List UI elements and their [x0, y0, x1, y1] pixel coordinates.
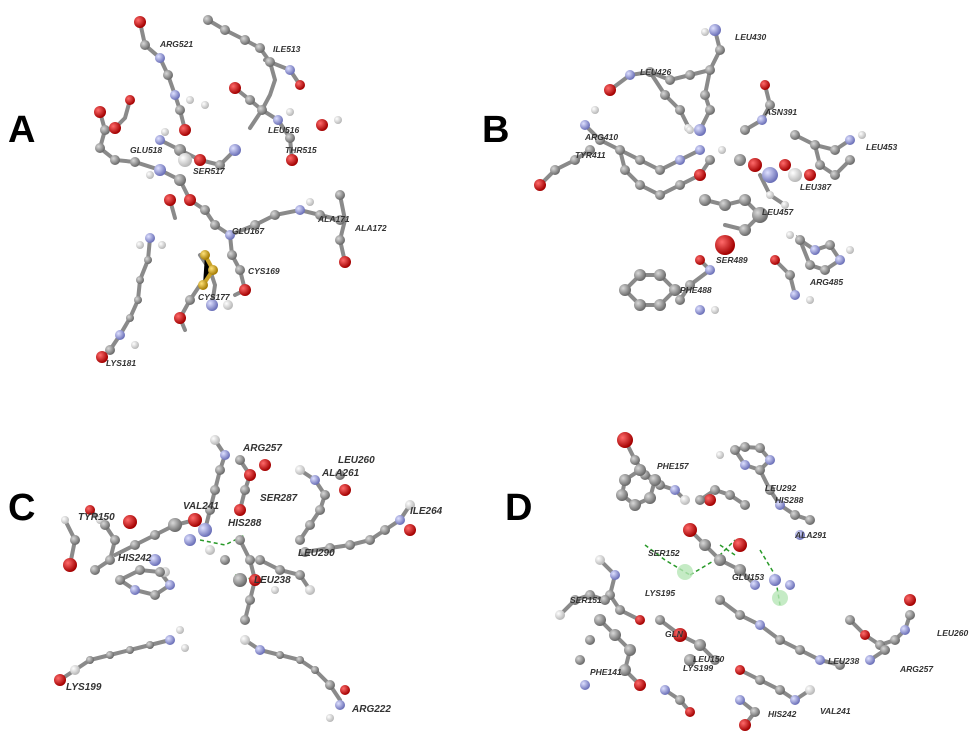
panel-label-b: B	[482, 109, 509, 151]
panel-d-labels: PHE157 LEU292 HIS288 ALA291 SER152 GLU15…	[570, 461, 968, 719]
residue-label: THR515	[285, 145, 317, 155]
residue-label: LEU292	[765, 483, 796, 493]
residue-label: LYS199	[66, 682, 102, 693]
panel-d-atoms	[555, 432, 916, 731]
residue-label: LEU453	[866, 142, 897, 152]
panel-b-bonds	[538, 28, 852, 307]
residue-label: ILE513	[273, 44, 301, 54]
residue-label: LEU238	[254, 575, 291, 586]
panel-a: A	[8, 15, 387, 368]
panel-label-a: A	[8, 109, 35, 151]
residue-label: LYS195	[645, 588, 675, 598]
residue-label: ARG521	[159, 39, 193, 49]
residue-label: ARG485	[809, 277, 843, 287]
residue-label: HIS288	[775, 495, 804, 505]
residue-label: CYS169	[248, 266, 280, 276]
residue-label: SER489	[716, 255, 748, 265]
panel-c: C	[8, 435, 443, 722]
residue-label: ARG410	[584, 132, 618, 142]
residue-label: GLN	[665, 629, 684, 639]
residue-label: LEU430	[735, 32, 766, 42]
residue-label: ALA172	[354, 223, 387, 233]
residue-label: LEU290	[298, 548, 335, 559]
residue-label: LYS181	[106, 358, 136, 368]
residue-label: ARG257	[899, 664, 934, 674]
panel-b: B	[482, 24, 897, 315]
residue-label: ARG222	[351, 704, 391, 715]
residue-label: TYR150	[78, 512, 115, 523]
residue-label: ARG257	[242, 443, 282, 454]
panel-a-atoms	[94, 15, 351, 363]
residue-label: LEU150	[693, 654, 724, 664]
residue-label: CYS177	[198, 292, 231, 302]
residue-label: GLU167	[232, 226, 265, 236]
residue-label: GLU518	[130, 145, 162, 155]
residue-label: ASN391	[764, 107, 797, 117]
residue-label: LEU260	[937, 628, 968, 638]
residue-label: ILE264	[410, 506, 443, 517]
residue-label: PHE488	[680, 285, 712, 295]
residue-label: ALA171	[317, 214, 350, 224]
residue-label: ALA291	[794, 530, 827, 540]
residue-label: GLU153	[732, 572, 764, 582]
residue-label: LEU387	[800, 182, 832, 192]
residue-label: LEU260	[338, 455, 375, 466]
panel-label-c: C	[8, 487, 35, 529]
residue-label: HIS288	[228, 518, 262, 529]
panel-b-atoms	[534, 24, 866, 315]
panel-a-labels: ARG521 ILE513 LEU516 THR515 GLU518 SER51…	[106, 39, 387, 368]
residue-label: HIS242	[118, 553, 152, 564]
residue-label: LEU516	[268, 125, 299, 135]
panel-d: D	[505, 432, 968, 731]
residue-label: TYR411	[575, 150, 606, 160]
panel-d-bonds	[558, 438, 912, 727]
residue-label: LYS199	[683, 663, 713, 673]
residue-label: SER287	[260, 493, 298, 504]
residue-label: SER152	[648, 548, 680, 558]
residue-label: HIS242	[768, 709, 797, 719]
residue-label: PHE157	[657, 461, 690, 471]
panel-label-d: D	[505, 487, 532, 529]
residue-label: SER517	[193, 166, 226, 176]
residue-label: ALA261	[321, 468, 360, 479]
residue-label: LEU426	[640, 67, 671, 77]
residue-label: SER151	[570, 595, 602, 605]
residue-label: LEU238	[828, 656, 859, 666]
residue-label: PHE141	[590, 667, 622, 677]
panel-b-labels: LEU430 LEU426 ASN391 ARG410 LEU453 TYR41…	[575, 32, 897, 295]
panel-c-atoms	[54, 435, 416, 722]
residue-label: VAL241	[820, 706, 851, 716]
panel-c-bonds	[58, 438, 412, 702]
panel-c-labels: ARG257 LEU260 ALA261 SER287 VAL241 ILE26…	[66, 443, 443, 715]
residue-label: VAL241	[183, 501, 219, 512]
residue-label: LEU457	[762, 207, 794, 217]
